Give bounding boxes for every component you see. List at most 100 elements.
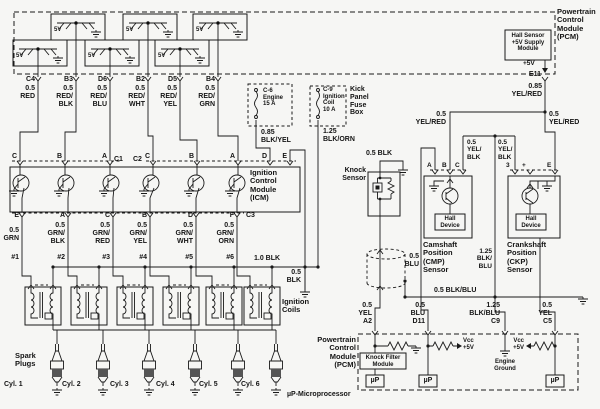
driver-5v-label-2: 5V	[88, 53, 96, 59]
driver-5v-label-1: 5V	[16, 53, 24, 59]
yel-red-left-label: 0.5 YEL/RED	[415, 111, 446, 126]
blk-05-wire-label: 0.5 BLK	[286, 269, 301, 284]
blu-wire-label: 0.5 BLU	[404, 253, 419, 268]
wire-label-C4: 0.5 RED	[20, 85, 35, 100]
knock-filter-module-label: Knock Filter Module	[365, 355, 401, 368]
wire-label-B2: 0.5 RED/ WHT	[128, 85, 145, 108]
pcm-pin-D5: D5	[168, 76, 177, 83]
driver-5v-label-3: 5V	[158, 53, 166, 59]
icm-title: Ignition Control Module (ICM)	[250, 168, 278, 203]
icm-top-pin-3: C	[144, 153, 150, 160]
wire-label-D5: 0.5 RED/ YEL	[160, 85, 177, 108]
icm-bottom-pin-0: E	[14, 212, 19, 219]
pcm-wire-c5-label: 0.5 YEL C5	[538, 302, 552, 325]
coil-number-4: #4	[139, 254, 147, 261]
ckp-pin-E: E	[547, 162, 552, 169]
fuse-c6-label: C-6 Engine 15 A	[263, 88, 284, 108]
e11-wire-label: 0.85 YEL/RED	[511, 83, 542, 98]
cmp-pin-B: B	[442, 162, 447, 169]
icm-top-pin-1: B	[56, 153, 62, 160]
connector-dashes	[12, 160, 558, 289]
coil-number-5: #5	[185, 254, 193, 261]
fuse-c9-label: C-9 Ignition Coil 10 A	[323, 87, 345, 114]
coil-wire-label-2: 0.5 GRN/ BLK	[47, 222, 66, 245]
spark-plugs-label: Spark Plugs	[15, 351, 36, 369]
ckp-sensor-label: Crankshaft Position (CKP) Sensor	[507, 240, 547, 275]
wire-label-B3: 0.5 RED/ BLK	[56, 85, 73, 108]
cylinder-label-4: Cyl. 4	[156, 381, 175, 388]
pcm-bottom-title: Powertrain Control Module (PCM)	[317, 335, 356, 370]
driver-5v-label-6: 5V	[196, 27, 204, 33]
c3-connector-label: C3	[246, 212, 255, 219]
fuse-box-title: Kick Panel Fuse Box	[350, 86, 369, 117]
cmp-hall-device-label: Hall Device	[440, 216, 460, 229]
icm-top-pin-5: A	[229, 153, 235, 160]
cmp-sensor-label: Camshaft Position (CMP) Sensor	[423, 240, 458, 275]
pcm-wire-a2-label: 0.5 YEL A2	[358, 302, 372, 325]
icm-top-pin-7: E	[282, 153, 287, 160]
vcc-1-label: Vcc +5V	[463, 338, 474, 351]
vcc-2-label: Vcc +5V	[513, 338, 524, 351]
yel-blk-right-label: 0.5 YEL/ BLK	[498, 139, 513, 161]
cmp-pin-A: A	[427, 162, 432, 169]
cylinder-label-1: Cyl. 1	[4, 381, 23, 388]
e11-pin-label: E11	[528, 71, 541, 78]
icm-top-pin-0: C	[11, 153, 17, 160]
cmp-ground-wire-label: 1.25 BLK/ BLU	[476, 248, 492, 270]
yel-blk-left-label: 0.5 YEL/ BLK	[467, 139, 482, 161]
pcm-wire-c9-label: 1.25 BLK/BLU C9	[469, 302, 500, 325]
ckp-pin-+: +	[522, 162, 526, 169]
pcm-top-title: Powertrain Control Module (PCM)	[557, 7, 596, 42]
coil-wire-label-6: 0.5 GRN/ ORN	[216, 222, 235, 245]
pcm-pin-C4: C4	[26, 76, 35, 83]
fuse-c9-wire-label: 1.25 BLK/ORN	[323, 128, 355, 143]
icm-top-pin-2: A	[101, 153, 107, 160]
icm-top-pin-4: B	[188, 153, 194, 160]
ckp-hall-device-label: Hall Device	[521, 216, 541, 229]
cylinder-label-5: Cyl. 5	[199, 381, 218, 388]
coil-wire-label-3: 0.5 GRN/ RED	[92, 222, 111, 245]
coil-wire-label-5: 0.5 GRN/ WHT	[175, 222, 194, 245]
microprocessor-box-label-3: µP	[550, 377, 560, 384]
microprocessor-box-label-2: µP	[423, 377, 433, 384]
driver-5v-label-5: 5V	[126, 27, 134, 33]
yel-red-right-label: 0.5 YEL/RED	[549, 111, 580, 126]
cmp-pin-C: C	[455, 162, 460, 169]
icm-bottom-pin-4: D	[187, 212, 193, 219]
wires	[19, 40, 583, 375]
cylinder-label-6: Cyl. 6	[241, 381, 260, 388]
pcm-pin-B2: B2	[136, 76, 145, 83]
coil-number-3: #3	[102, 254, 110, 261]
blk-10-wire-label: 1.0 BLK	[254, 255, 281, 262]
c2-connector-label: C2	[133, 156, 142, 163]
c1-connector-label: C1	[114, 156, 123, 163]
pcm-pin-B4: B4	[206, 76, 215, 83]
ignition-coils-label: Ignition Coils	[282, 297, 310, 315]
coil-number-2: #2	[57, 254, 65, 261]
microprocessor-box-label-1: µP	[370, 377, 380, 384]
ckp-pin-3: 3	[506, 162, 510, 169]
coil-wire-label-4: 0.5 GRN/ YEL	[129, 222, 148, 245]
engine-ground-label: Engine Ground	[494, 359, 516, 372]
knock-sensor-label: Knock Sensor	[342, 167, 366, 182]
coil-number-1: #1	[11, 254, 19, 261]
symbols	[8, 21, 589, 396]
pcm-pin-D6: D6	[98, 76, 107, 83]
microprocessor-legend: µP-Microprocessor	[287, 391, 351, 398]
driver-5v-label-4: 5V	[54, 27, 62, 33]
icm-bottom-pin-2: C	[104, 212, 110, 219]
cylinder-label-3: Cyl. 3	[110, 381, 129, 388]
icm-top-pin-6: D	[261, 153, 267, 160]
icm-bottom-pin-3: B	[141, 212, 147, 219]
wire-label-B4: 0.5 RED/ GRN	[198, 85, 215, 108]
ground-rail-label: 0.5 BLK/BLU	[434, 287, 477, 294]
hall-supply-module-label: Hall Sensor +5V Supply Module	[511, 33, 545, 53]
fuse-c6-wire-label: 0.85 BLK/YEL	[261, 129, 291, 144]
plus-5v-label: +5V	[523, 60, 535, 67]
pcm-pin-B3: B3	[64, 76, 73, 83]
coil-number-6: #6	[226, 254, 234, 261]
component-boxes	[9, 11, 579, 391]
cylinder-label-2: Cyl. 2	[62, 381, 81, 388]
